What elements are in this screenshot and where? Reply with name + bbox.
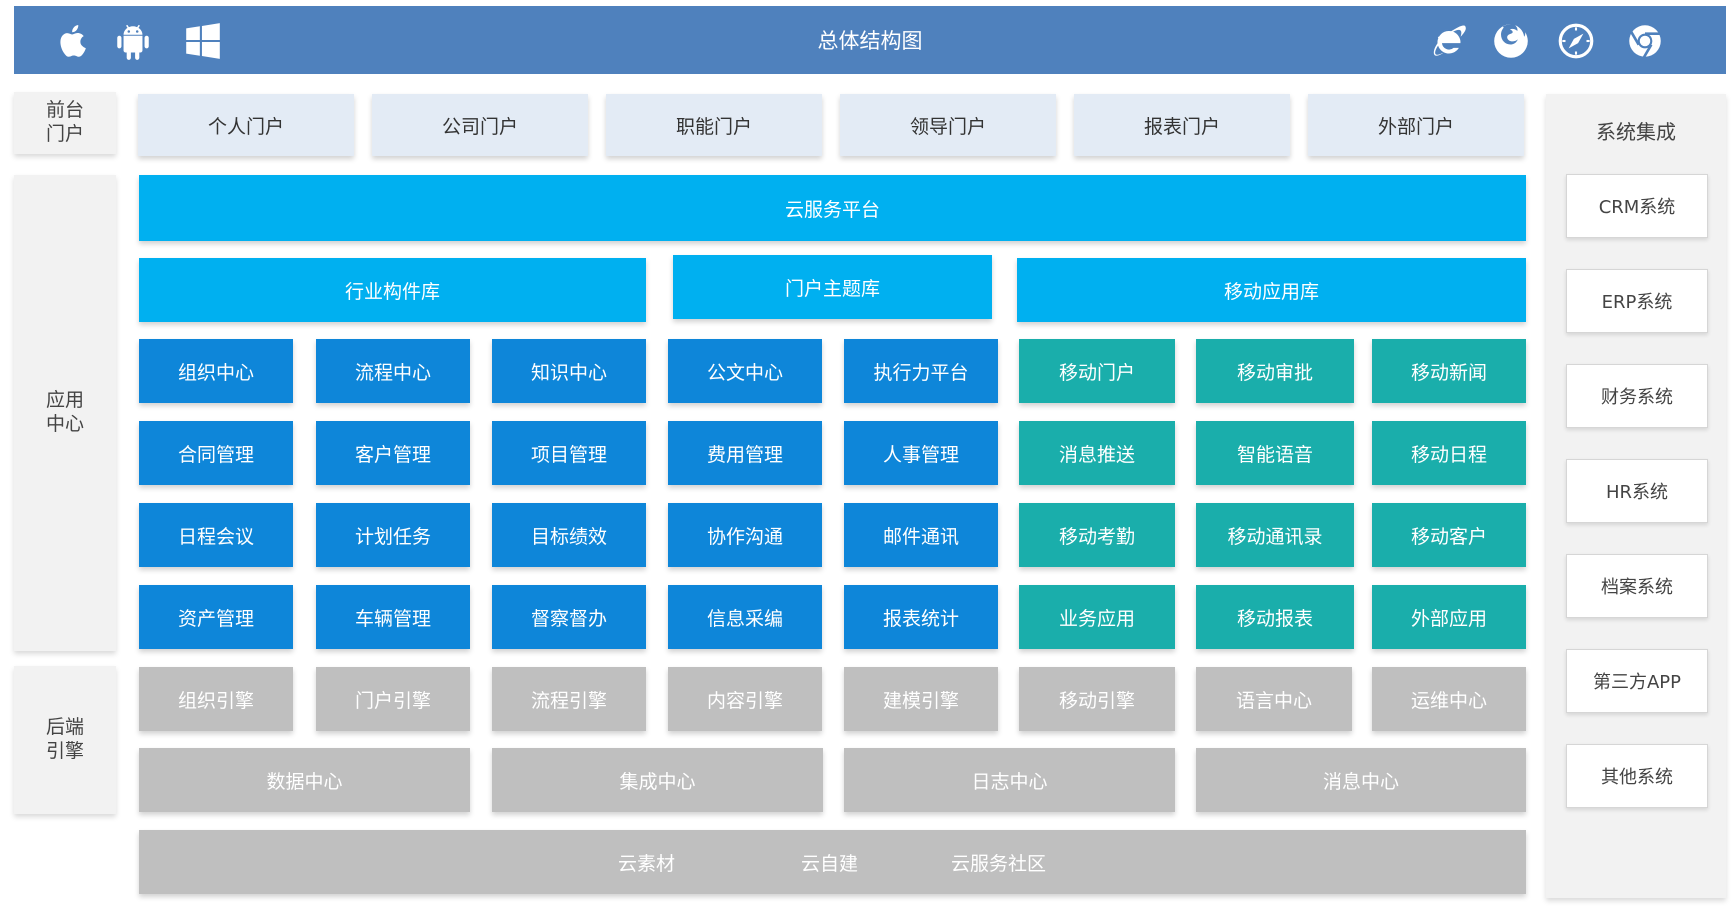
android-icon	[117, 24, 149, 60]
engine-cell[interactable]: 组织引擎	[139, 667, 293, 731]
cloud-footer: 云素材 云自建 云服务社区	[139, 830, 1526, 894]
portal-report[interactable]: 报表门户	[1074, 94, 1290, 156]
firefox-icon	[1494, 24, 1528, 58]
center-log[interactable]: 日志中心	[844, 748, 1175, 812]
integration-title: 系统集成	[1596, 120, 1676, 144]
integration-panel: 系统集成 CRM系统 ERP系统 财务系统 HR系统 档案系统 第三方APP 其…	[1546, 94, 1726, 898]
integration-item[interactable]: 第三方APP	[1566, 649, 1708, 713]
library-mobile-app[interactable]: 移动应用库	[1017, 258, 1526, 322]
ie-icon	[1433, 25, 1466, 56]
center-data[interactable]: 数据中心	[139, 748, 470, 812]
side-label-front: 前台门户	[14, 92, 116, 154]
side-label-app-text: 应用中心	[45, 389, 84, 435]
app-cell[interactable]: 目标绩效	[492, 503, 646, 567]
app-cell[interactable]: 协作沟通	[668, 503, 822, 567]
mobile-cell[interactable]: 移动日程	[1372, 421, 1526, 485]
app-cell[interactable]: 客户管理	[316, 421, 470, 485]
app-cell[interactable]: 项目管理	[492, 421, 646, 485]
app-cell[interactable]: 资产管理	[139, 585, 293, 649]
mobile-cell[interactable]: 消息推送	[1019, 421, 1175, 485]
app-cell[interactable]: 公文中心	[668, 339, 822, 403]
engine-cell[interactable]: 移动引擎	[1019, 667, 1175, 731]
mobile-cell[interactable]: 移动报表	[1196, 585, 1354, 649]
mobile-cell[interactable]: 智能语音	[1196, 421, 1354, 485]
integration-item[interactable]: 档案系统	[1566, 554, 1708, 618]
integration-item[interactable]: 其他系统	[1566, 744, 1708, 808]
engine-cell[interactable]: 内容引擎	[668, 667, 822, 731]
engine-cell[interactable]: 语言中心	[1196, 667, 1352, 731]
center-integration[interactable]: 集成中心	[492, 748, 823, 812]
mobile-cell[interactable]: 移动审批	[1196, 339, 1354, 403]
engine-cell[interactable]: 流程引擎	[492, 667, 646, 731]
app-cell[interactable]: 组织中心	[139, 339, 293, 403]
engine-cell[interactable]: 运维中心	[1372, 667, 1526, 731]
mobile-cell[interactable]: 移动通讯录	[1196, 503, 1354, 567]
cloud-platform[interactable]: 云服务平台	[139, 175, 1526, 241]
app-cell[interactable]: 信息采编	[668, 585, 822, 649]
portal-leader[interactable]: 领导门户	[840, 94, 1056, 156]
portal-personal[interactable]: 个人门户	[138, 94, 354, 156]
mobile-cell[interactable]: 移动新闻	[1372, 339, 1526, 403]
app-cell[interactable]: 流程中心	[316, 339, 470, 403]
library-portal-theme[interactable]: 门户主题库	[673, 255, 992, 319]
library-industry[interactable]: 行业构件库	[139, 258, 646, 322]
app-cell[interactable]: 执行力平台	[844, 339, 998, 403]
integration-item[interactable]: 财务系统	[1566, 364, 1708, 428]
app-cell[interactable]: 合同管理	[139, 421, 293, 485]
mobile-cell[interactable]: 业务应用	[1019, 585, 1175, 649]
app-cell[interactable]: 邮件通讯	[844, 503, 998, 567]
portal-company[interactable]: 公司门户	[372, 94, 588, 156]
side-label-front-text: 前台门户	[45, 99, 84, 145]
side-label-app: 应用中心	[14, 175, 116, 651]
integration-item[interactable]: CRM系统	[1566, 174, 1708, 238]
app-cell[interactable]: 日程会议	[139, 503, 293, 567]
mobile-cell[interactable]: 外部应用	[1372, 585, 1526, 649]
center-message[interactable]: 消息中心	[1196, 748, 1526, 812]
app-cell[interactable]: 督察督办	[492, 585, 646, 649]
cloud-service-community[interactable]: 云服务社区	[951, 852, 1047, 875]
safari-icon	[1558, 23, 1594, 59]
app-cell[interactable]: 报表统计	[844, 585, 998, 649]
cloud-self-build[interactable]: 云自建	[801, 852, 859, 875]
integration-item[interactable]: HR系统	[1566, 459, 1708, 523]
chrome-icon	[1629, 25, 1661, 58]
app-cell[interactable]: 计划任务	[316, 503, 470, 567]
integration-item[interactable]: ERP系统	[1566, 269, 1708, 333]
apple-icon	[60, 25, 86, 57]
cloud-material[interactable]: 云素材	[618, 852, 676, 875]
mobile-cell[interactable]: 移动客户	[1372, 503, 1526, 567]
app-cell[interactable]: 车辆管理	[316, 585, 470, 649]
app-cell[interactable]: 费用管理	[668, 421, 822, 485]
portal-external[interactable]: 外部门户	[1308, 94, 1524, 156]
portal-function[interactable]: 职能门户	[606, 94, 822, 156]
side-label-backend: 后端引擎	[14, 666, 116, 814]
engine-cell[interactable]: 门户引擎	[316, 667, 470, 731]
windows-icon	[186, 23, 220, 59]
engine-cell[interactable]: 建模引擎	[844, 667, 998, 731]
app-cell[interactable]: 人事管理	[844, 421, 998, 485]
mobile-cell[interactable]: 移动门户	[1019, 339, 1175, 403]
side-label-backend-text: 后端引擎	[45, 716, 84, 762]
app-cell[interactable]: 知识中心	[492, 339, 646, 403]
mobile-cell[interactable]: 移动考勤	[1019, 503, 1175, 567]
header-bar: 总体结构图	[14, 6, 1726, 74]
diagram-title: 总体结构图	[817, 29, 923, 53]
